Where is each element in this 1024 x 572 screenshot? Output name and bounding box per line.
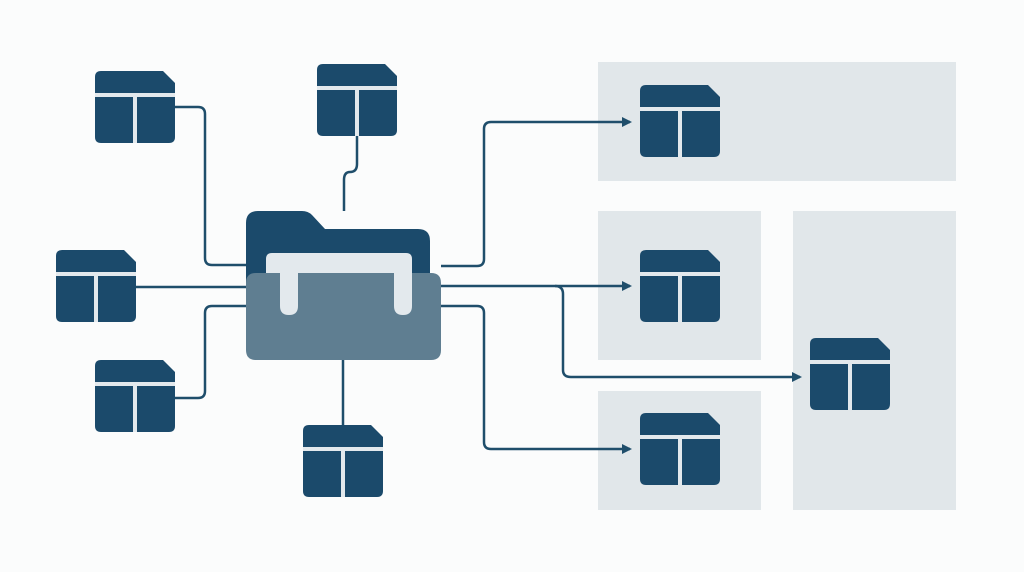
document-icon <box>810 338 890 410</box>
document-icon <box>95 71 175 143</box>
connector-source-1 <box>175 105 246 267</box>
connector-source-4 <box>175 304 246 400</box>
document-icon <box>640 250 720 322</box>
connector-target-4 <box>441 304 632 454</box>
connector-target-1 <box>441 117 632 268</box>
connector-source-2 <box>342 136 359 211</box>
document-icon <box>317 64 397 136</box>
folder-icon <box>246 211 441 360</box>
connectors <box>135 105 802 454</box>
connector-target-3 <box>554 284 802 382</box>
document-icon <box>640 413 720 485</box>
document-icon <box>95 360 175 432</box>
document-icon <box>640 85 720 157</box>
document-icon <box>303 425 383 497</box>
document-icon <box>56 250 136 322</box>
